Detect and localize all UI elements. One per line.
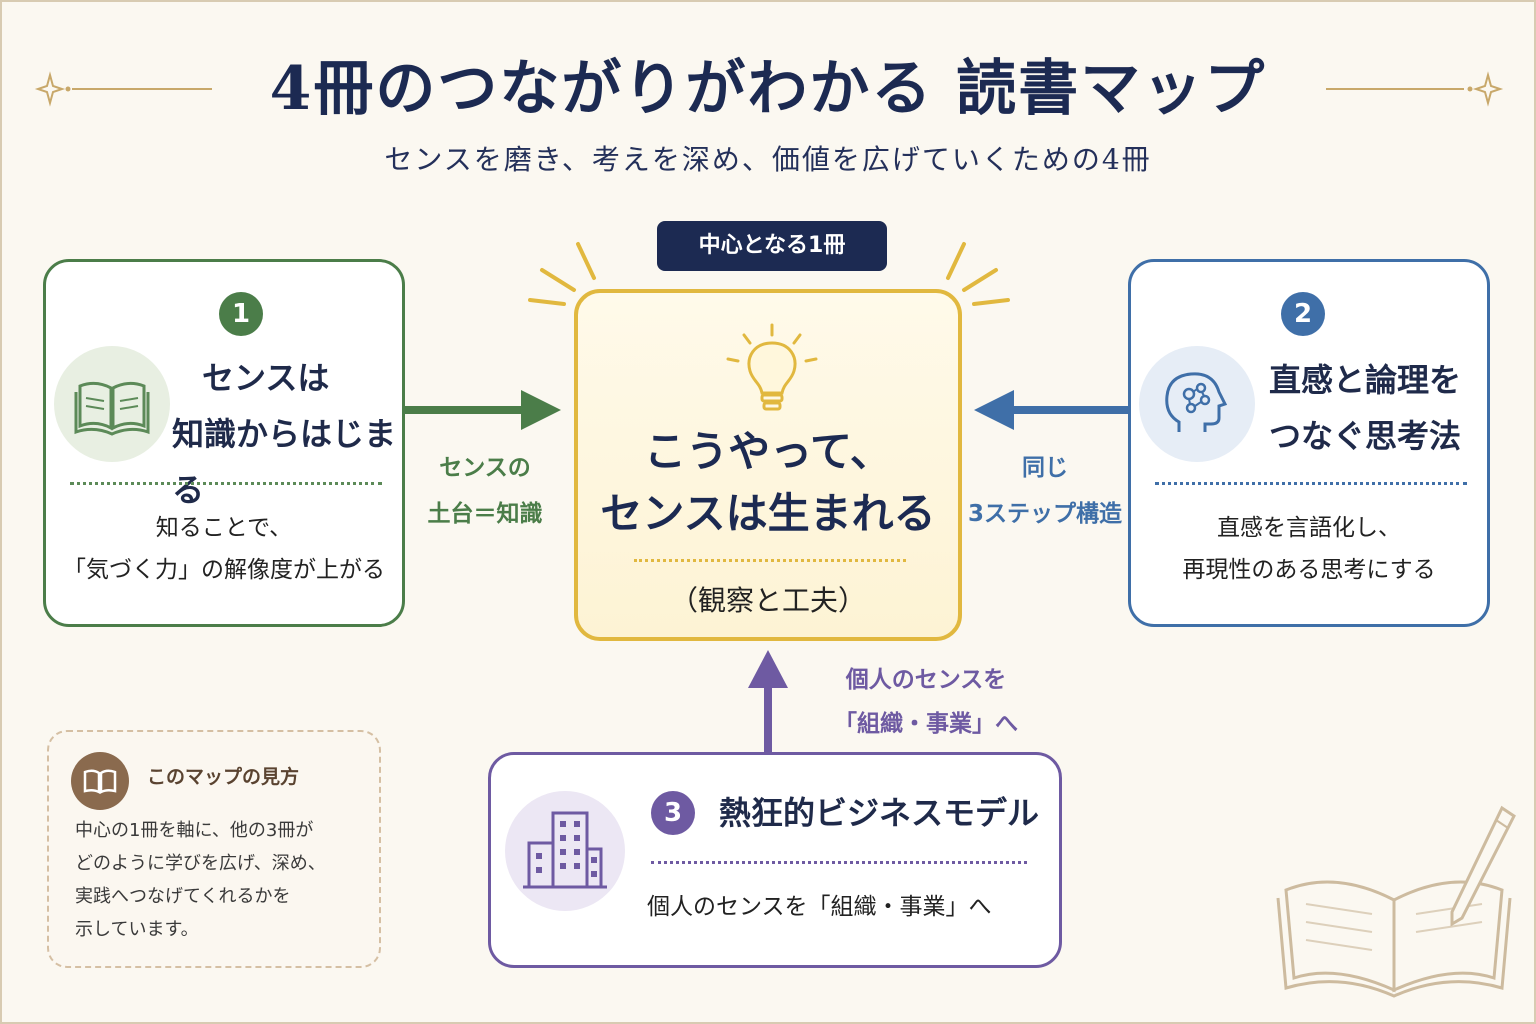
center-card: こうやって、 センスは生まれる （観察と工夫） [574,289,962,641]
center-rays [528,242,1010,306]
book3-card: 3 熱狂的ビジネスモデル 個人のセンスを「組織・事業」へ [488,752,1062,968]
arrow-right-label-line1: 同じ [1022,455,1068,481]
center-divider [634,559,906,562]
arrow-right-label-line2: 3ステップ構造 [967,501,1122,527]
page-title: 4冊のつながりがわかる 読書マップ [269,54,1267,124]
right-ornament [1326,71,1504,107]
book1-divider [70,482,382,485]
arrow-left-label-line2: 土台＝知識 [427,501,543,527]
book2-desc-line1: 直感を言語化し、 [1217,515,1401,541]
center-badge: 中心となる1冊 [657,221,887,271]
brain-head-icon [1139,346,1255,462]
book2-number: 2 [1281,292,1325,336]
building-icon [505,791,625,911]
book2-card: 2 直感と論理を つなぐ思考法 直感を言語化し、 再現性のある思考にする [1128,259,1490,627]
book1-number: 1 [219,292,263,336]
open-book-icon [54,346,170,462]
book3-number: 3 [651,791,695,835]
book3-title: 熱狂的ビジネスモデル [719,794,1040,832]
arrow-bottom-label-line2: 「組織・事業」へ [834,711,1018,737]
left-ornament [34,71,212,107]
arrow-left-label-line1: センスの [439,455,531,481]
howto-line2: どのように学びを広げ、深め、 [75,853,326,874]
center-title-line1: こうやって、 [644,427,892,476]
howto-title: このマップの見方 [147,766,300,788]
book2-title-line2: つなぐ思考法 [1269,417,1462,455]
book2-desc-line2: 再現性のある思考にする [1182,557,1436,583]
book1-title-line1: センスは [202,359,330,397]
book1-title-line2: 知識からはじまる [172,415,397,509]
book2-divider [1155,482,1467,485]
center-title-line2: センスは生まれる [600,489,936,538]
howto-line4: 示しています。 [75,919,199,940]
lightbulb-icon [726,323,818,411]
book3-divider [651,861,1027,864]
arrow-book1-to-center [405,390,561,430]
howto-line1: 中心の1冊を軸に、他の3冊が [75,820,314,841]
howto-box: このマップの見方 中心の1冊を軸に、他の3冊が どのように学びを広げ、深め、 実… [47,730,381,968]
arrow-bottom-label-line1: 個人のセンスを [845,667,1007,693]
arrow-book2-to-center [974,390,1130,430]
book1-desc-line1: 知ることで、 [155,515,293,541]
center-subtitle: （観察と工夫） [669,584,866,617]
open-book-pen-illustration [1276,805,1516,998]
howto-line3: 実践へつなげてくれるかを [75,886,291,907]
book1-desc-line2: 「気づく力」の解像度が上がる [63,557,385,583]
arrow-book3-to-center [748,650,788,752]
book1-card: 1 センスは 知識からはじまる 知ることで、 「気づく力」の解像度が上がる [43,259,405,627]
book2-title-line1: 直感と論理を [1269,361,1462,399]
howto-body: 中心の1冊を軸に、他の3冊が どのように学びを広げ、深め、 実践へつなげてくれる… [75,814,326,946]
book-icon [71,752,129,810]
book3-desc: 個人のセンスを「組織・事業」へ [647,894,992,920]
page-subtitle: センスを磨き、考えを深め、価値を広げていくための4冊 [384,143,1152,176]
